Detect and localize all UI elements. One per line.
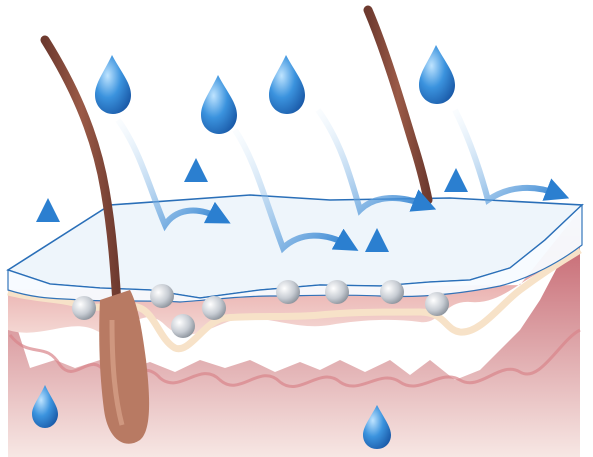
water-drop-icon <box>419 45 455 104</box>
bead <box>380 280 404 304</box>
bead <box>72 296 96 320</box>
hair-strand-icon <box>368 10 428 200</box>
bead <box>150 284 174 308</box>
water-drop-icon <box>95 55 131 114</box>
moisture-arrow-icon <box>455 110 558 200</box>
bead <box>202 296 226 320</box>
water-drop-icon <box>201 75 237 134</box>
bead <box>276 280 300 304</box>
bead <box>425 292 449 316</box>
bead <box>171 314 195 338</box>
water-drop-icon <box>269 55 305 114</box>
bead <box>325 280 349 304</box>
